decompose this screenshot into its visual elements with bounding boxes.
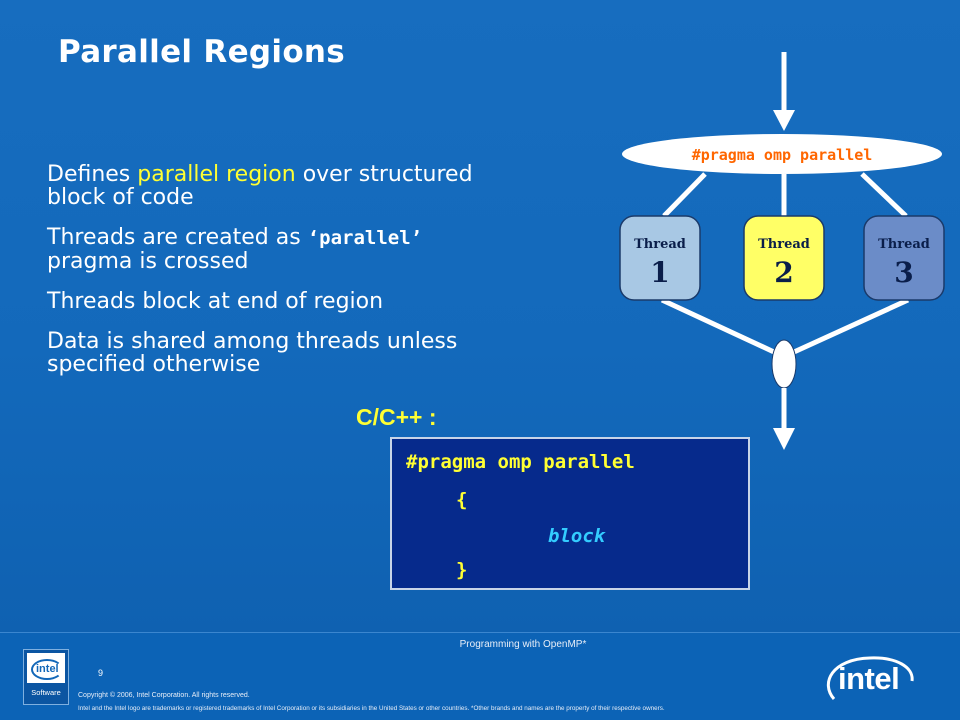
thread-label: Thread [878,237,930,252]
copyright-text: Copyright © 2006, Intel Corporation. All… [78,692,250,699]
footer-divider [0,632,960,633]
pragma-oval-label: #pragma omp parallel [692,146,873,164]
intel-software-logo: intel Software [23,649,69,705]
thread-number: 2 [774,256,793,289]
join-line [660,297,776,355]
bullet-item: Data is shared among threads unless spec… [47,330,587,376]
thread-1: Thread 1 [619,215,701,301]
bullet-text: block of code [47,185,194,210]
thread-3: Thread 3 [863,215,945,301]
code-close-brace: } [456,559,468,581]
thread-label: Thread [634,237,686,252]
logo-panel: intel [27,653,65,683]
thread-number: 3 [894,256,913,289]
logo-word: intel [36,663,59,675]
bullet-code: ‘parallel’ [307,227,423,249]
bullet-item: Threads block at end of region [47,290,587,313]
intel-logo: intel [824,653,916,709]
code-block-text: block [548,525,606,547]
fork-join-diagram: #pragma omp parallel Thread 1 Thread 2 T… [619,52,945,450]
page-number: 9 [98,668,104,678]
pragma-oval [622,134,942,174]
intel-swoosh-icon [826,656,914,700]
code-block: #pragma omp parallel { block } [390,437,750,590]
bullet-text: pragma is crossed [47,249,249,274]
join-line [792,297,910,355]
bullet-highlight: parallel region [137,162,296,187]
thread-box [619,215,701,301]
legal-text: Intel and the Intel logo are trademarks … [78,705,665,712]
intel-logo-word: intel [838,661,900,696]
fork-line [662,172,707,218]
bullet-text: Threads block at end of region [47,289,384,314]
bullet-text: Threads are created as [47,225,308,250]
footer [0,632,960,720]
bullet-item: Defines parallel region over structured … [47,163,587,209]
arrowhead-icon [773,110,795,131]
footer-title: Programming with OpenMP* [459,639,587,650]
logo-swoosh-icon [31,659,63,680]
thread-number: 1 [650,256,669,289]
thread-box [743,215,825,301]
language-label: C/C++ : [356,404,437,430]
join-barrier [771,339,797,389]
thread-2: Thread 2 [743,215,825,301]
bullet-list: Defines parallel region over structured … [47,163,587,393]
bullet-text: Defines [47,162,138,187]
thread-box [863,215,945,301]
slide-title: Parallel Regions [58,34,346,70]
thread-label: Thread [758,237,810,252]
bullet-text: Data is shared among threads unless [47,329,458,354]
logo-subtitle: Software [31,688,61,697]
arrowhead-icon [773,428,795,450]
bullet-item: Threads are created as ‘parallel’ pragma… [47,226,587,273]
code-open-brace: { [456,489,468,511]
code-pragma: #pragma omp parallel [406,451,635,473]
bullet-text: specified otherwise [47,352,261,377]
bullet-text: over structured [295,162,473,187]
fork-line [860,172,908,218]
